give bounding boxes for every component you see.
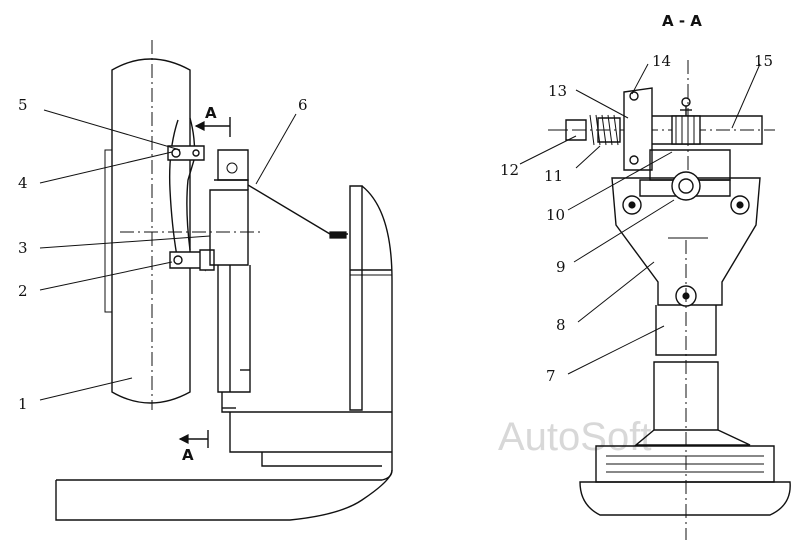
watermark: AutoSoft — [498, 415, 651, 459]
part-label-10: 10 — [546, 206, 565, 224]
part-label-6: 6 — [298, 96, 308, 114]
section-marker-top: A — [194, 104, 231, 137]
part-label-11: 11 — [544, 167, 563, 185]
shaft — [548, 60, 775, 200]
section-marker-label-top: A — [205, 104, 217, 122]
part-label-1: 1 — [18, 395, 28, 413]
hub — [120, 149, 262, 266]
part-label-3: 3 — [18, 239, 28, 257]
part-label-12: 12 — [500, 161, 519, 179]
lower-frame — [55, 392, 393, 521]
brake-assembly — [167, 117, 215, 272]
base — [579, 445, 791, 516]
column — [634, 240, 751, 540]
section-view: A - A — [500, 12, 791, 540]
strut-column — [217, 184, 393, 430]
leader-lines-left — [39, 109, 297, 401]
part-label-13: 13 — [548, 82, 567, 100]
part-label-9: 9 — [556, 258, 566, 276]
part-label-7: 7 — [546, 367, 556, 385]
section-marker-bottom: A — [178, 430, 209, 464]
leader-lines-right — [519, 63, 761, 375]
part-label-8: 8 — [556, 316, 566, 334]
part-label-15: 15 — [754, 52, 773, 70]
part-label-4: 4 — [18, 174, 28, 192]
part-label-14: 14 — [652, 52, 671, 70]
part-label-2: 2 — [18, 282, 28, 300]
left-view: A A 5 4 3 2 1 6 — [18, 40, 393, 521]
tire — [104, 40, 191, 410]
section-marker-label-bottom: A — [182, 446, 194, 464]
part-label-5: 5 — [18, 96, 28, 114]
section-title: A - A — [662, 12, 702, 30]
